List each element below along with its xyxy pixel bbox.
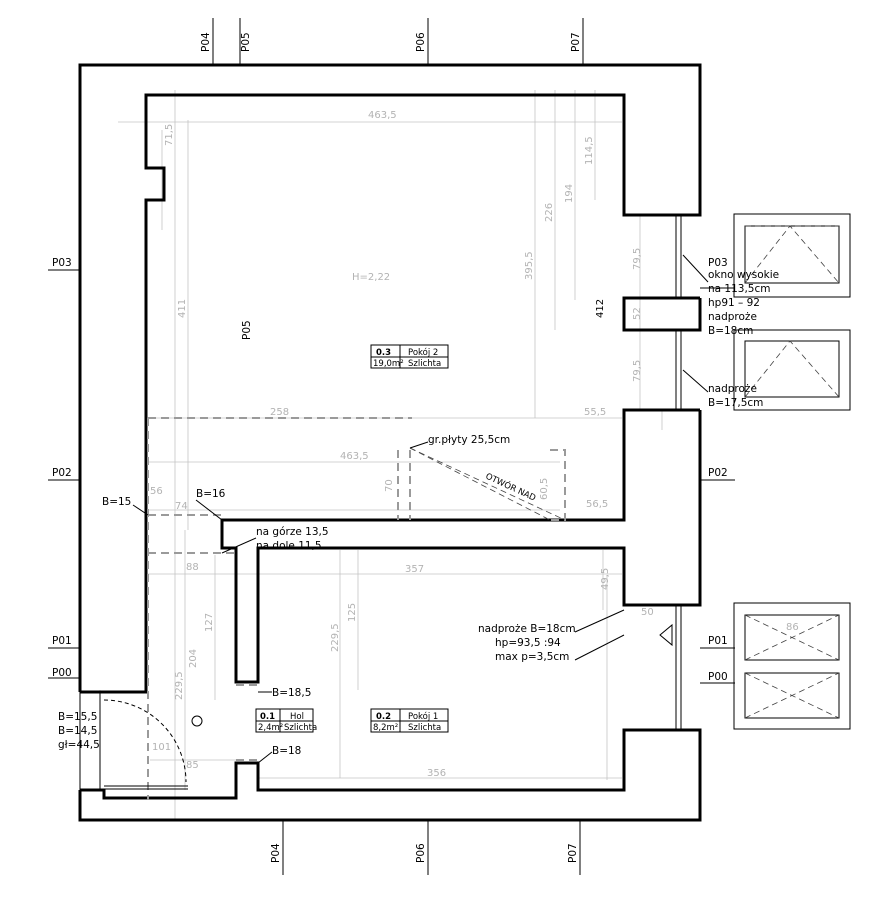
marker-right-p01: P01: [708, 635, 728, 647]
marker-left-p01: P01: [52, 635, 72, 647]
entrance-note: gł=44,5: [58, 739, 100, 751]
marker-right-p00: P00: [708, 671, 728, 683]
room-number: 0.1: [260, 712, 275, 722]
dimension-label: 356: [427, 768, 446, 779]
dimension-label: 229,5: [330, 623, 341, 652]
dimension-label: 71,5: [164, 124, 175, 146]
dimension-labels: 463,5 463,5 357 356 258 55,5 56,5 60,5 7…: [150, 110, 799, 779]
marker-bottom-p07: P07: [567, 843, 579, 863]
section-marker-lines: [48, 18, 735, 875]
window-note: na 113,5cm: [708, 283, 771, 295]
room-number: 0.2: [376, 712, 391, 722]
lintel-door-note: nadproże B=18cm: [478, 623, 576, 635]
marker-left-p00: P00: [52, 667, 72, 679]
window-note: nadproże: [708, 311, 757, 323]
entrance-door: [79, 691, 203, 791]
slab-outline: [147, 417, 566, 800]
marker-top-p07: P07: [570, 32, 582, 52]
dimension-label: 55,5: [584, 407, 606, 418]
dimension-label: 79,5: [632, 248, 643, 270]
dimension-label: 114,5: [584, 136, 595, 165]
room-name: Pokój 1: [408, 711, 438, 722]
opening-note: OTWÓR NAD: [484, 470, 539, 504]
room-name: Hol: [290, 712, 304, 722]
dimension-label: 125: [347, 603, 358, 622]
dimension-label: 357: [405, 564, 424, 575]
lintel-note: nadproże: [708, 383, 757, 395]
slab-note: gr.płyty 25,5cm: [428, 434, 510, 446]
wall-b18: B=18: [272, 745, 301, 757]
dimension-label: 463,5: [368, 110, 397, 121]
room-finish: Szlichta: [284, 723, 317, 733]
dimension-label: 127: [204, 613, 215, 632]
wall-b185: B=18,5: [272, 687, 311, 699]
room-area: 19,0m²: [373, 359, 404, 369]
dimension-label: 49,5: [600, 568, 611, 590]
dimension-label: 204: [188, 649, 199, 668]
entrance-note: B=15,5: [58, 711, 97, 723]
dimension-label: 74: [175, 501, 188, 512]
marker-bottom-p04: P04: [270, 843, 282, 863]
dimension-label: 86: [786, 622, 799, 633]
dimension-label: 101: [152, 742, 171, 753]
room-name: Pokój 2: [408, 347, 438, 358]
wall-b16: B=16: [196, 488, 226, 500]
dimension-label: 85: [186, 760, 199, 771]
dimension-label: 226: [544, 203, 555, 222]
windows-right: [624, 214, 700, 730]
marker-left-p02: P02: [52, 467, 72, 479]
marker-top-p04: P04: [200, 32, 212, 52]
lintel-note: B=17,5cm: [708, 397, 763, 409]
marker-inner-p05: P05: [241, 320, 253, 340]
dimension-label: 412: [595, 299, 606, 318]
wall-b15: B=15: [102, 496, 131, 508]
dimension-label: 70: [384, 479, 395, 492]
window-note: okno wysokie: [708, 269, 779, 281]
marker-right-p03: P03: [708, 257, 728, 269]
dimension-label: 79,5: [632, 360, 643, 382]
window-note: hp91 – 92: [708, 297, 760, 309]
marker-left-p03: P03: [52, 257, 72, 269]
marker-top-p06: P06: [415, 32, 427, 52]
dimension-lines: [99, 90, 663, 820]
window-note: B=18cm: [708, 325, 753, 337]
room-number: 0.3: [376, 348, 391, 358]
lintel-door-note: max p=3,5cm: [495, 651, 569, 663]
dimension-label: 52: [632, 307, 643, 320]
dimension-label: 463,5: [340, 451, 369, 462]
dimension-label: 194: [564, 184, 575, 203]
room-tags: 0.3 Pokój 2 19,0m² Szlichta 0.2 Pokój 1 …: [258, 347, 441, 733]
dimension-label: 229,5: [174, 671, 185, 700]
marker-bottom-p06: P06: [415, 843, 427, 863]
dimension-label: 88: [186, 562, 199, 573]
dimension-label: 395,5: [524, 251, 535, 280]
dimension-label: 56: [150, 486, 163, 497]
stair-note: na górze 13,5: [256, 526, 329, 538]
room-tag-box: [255, 344, 449, 733]
dimension-label: 60,5: [539, 478, 550, 500]
room-height-label: H=2,22: [352, 272, 390, 283]
stair-note: na dole 11,5: [256, 540, 322, 552]
dimension-label: 50: [641, 607, 654, 618]
annotations: okno wysokie na 113,5cm hp91 – 92 nadpro…: [58, 269, 779, 757]
marker-right-p02: P02: [708, 467, 728, 479]
dimension-label: 56,5: [586, 499, 608, 510]
room-area: 8,2m²: [373, 723, 398, 733]
leader-lines: [221, 254, 709, 764]
dimension-label: 258: [270, 407, 289, 418]
section-markers: P04 P05 P06 P07 P04 P06 P07 P03 P02 P01 …: [52, 32, 728, 863]
lintel-door-note: hp=93,5 :94: [495, 637, 561, 649]
entrance-note: B=14,5: [58, 725, 97, 737]
window-elevations: [733, 213, 851, 730]
room-finish: Szlichta: [408, 359, 441, 369]
dimension-label: 411: [177, 299, 188, 318]
room-finish: Szlichta: [408, 723, 441, 733]
room-area: 2,4m²: [258, 723, 283, 733]
marker-top-p05: P05: [240, 32, 252, 52]
